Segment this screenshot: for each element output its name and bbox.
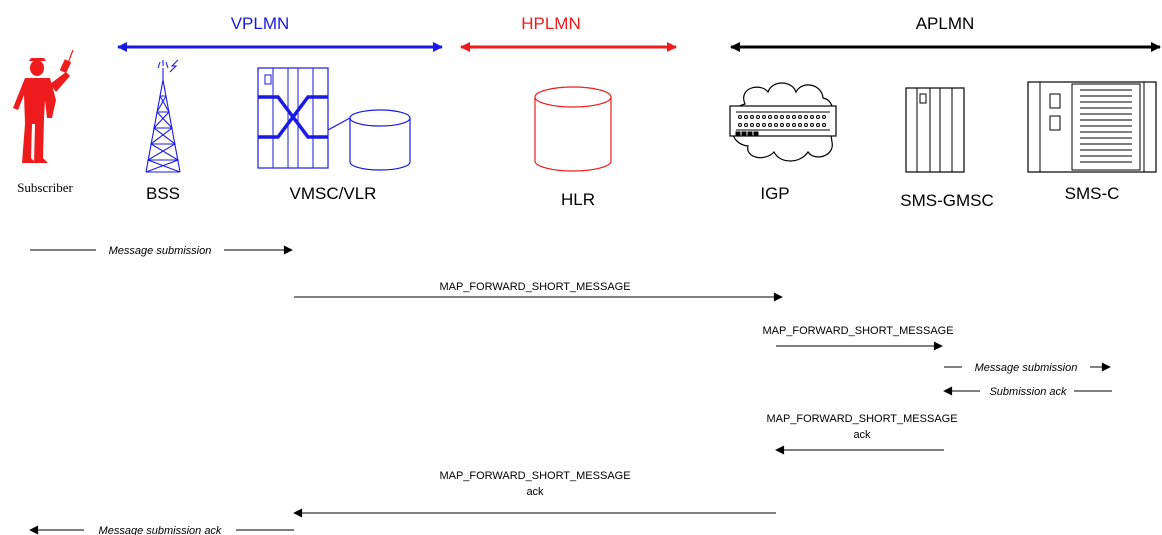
message-submission-ack-label: Message submission ack [99, 525, 222, 535]
hlr-label: HLR [561, 190, 595, 209]
server-cabinet-icon [1027, 81, 1157, 173]
sms-c-label: SMS-C [1065, 184, 1120, 203]
subscriber-icon [13, 49, 74, 163]
map-forward-sm-ack-label-2a: MAP_FORWARD_SHORT_MESSAGE [439, 470, 630, 482]
sms-gmsc-label: SMS-GMSC [900, 191, 994, 210]
message-submission-arrow-2: Message submission [944, 362, 1111, 374]
submission-ack-arrow: Submission ack [943, 386, 1112, 398]
map-forward-sm-ack-arrow-2: MAP_FORWARD_SHORT_MESSAGE ack [293, 470, 776, 518]
database-icon [534, 86, 612, 172]
map-forward-sm-arrow-2: MAP_FORWARD_SHORT_MESSAGE [762, 325, 954, 351]
hlr-node: HLR [534, 86, 612, 209]
submission-ack-label: Submission ack [989, 386, 1067, 398]
map-forward-sm-ack-label-2b: ack [526, 486, 544, 498]
sms-c-node: SMS-C [1027, 81, 1157, 203]
vmsc-vlr-label: VMSC/VLR [290, 184, 377, 203]
subscriber-node: Subscriber [13, 49, 74, 195]
message-submission-label: Message submission [109, 245, 212, 257]
igp-label: IGP [760, 184, 789, 203]
message-submission-ack-arrow: Message submission ack [29, 525, 294, 535]
switch-cabinet-icon [905, 87, 965, 173]
radio-tower-icon [145, 59, 181, 173]
sms-gmsc-node: SMS-GMSC [900, 87, 994, 210]
bss-node: BSS [145, 59, 181, 203]
aplmn-span: APLMN [730, 14, 1161, 52]
igp-node: IGP [729, 82, 837, 203]
map-forward-sm-label-1: MAP_FORWARD_SHORT_MESSAGE [439, 281, 630, 293]
aplmn-label: APLMN [916, 14, 975, 33]
vplmn-label: VPLMN [231, 14, 290, 33]
map-forward-sm-ack-label-1b: ack [853, 429, 871, 441]
hplmn-span: HPLMN [460, 14, 677, 52]
map-forward-sm-arrow-1: MAP_FORWARD_SHORT_MESSAGE [294, 281, 783, 302]
bss-label: BSS [146, 184, 180, 203]
port-dots [738, 115, 826, 127]
switch-with-database-icon [257, 67, 411, 171]
map-forward-sm-ack-label-1a: MAP_FORWARD_SHORT_MESSAGE [766, 413, 957, 425]
message-submission-arrow: Message submission [30, 245, 293, 257]
hplmn-label: HPLMN [521, 14, 581, 33]
vplmn-span: VPLMN [117, 14, 443, 52]
map-forward-sm-ack-arrow-1: MAP_FORWARD_SHORT_MESSAGE ack [766, 413, 958, 455]
message-submission-2-label: Message submission [975, 362, 1078, 374]
subscriber-label: Subscriber [17, 180, 73, 195]
gateway-router-icon [729, 82, 837, 162]
vmsc-vlr-node: VMSC/VLR [257, 67, 411, 203]
map-forward-sm-label-2: MAP_FORWARD_SHORT_MESSAGE [762, 325, 953, 337]
